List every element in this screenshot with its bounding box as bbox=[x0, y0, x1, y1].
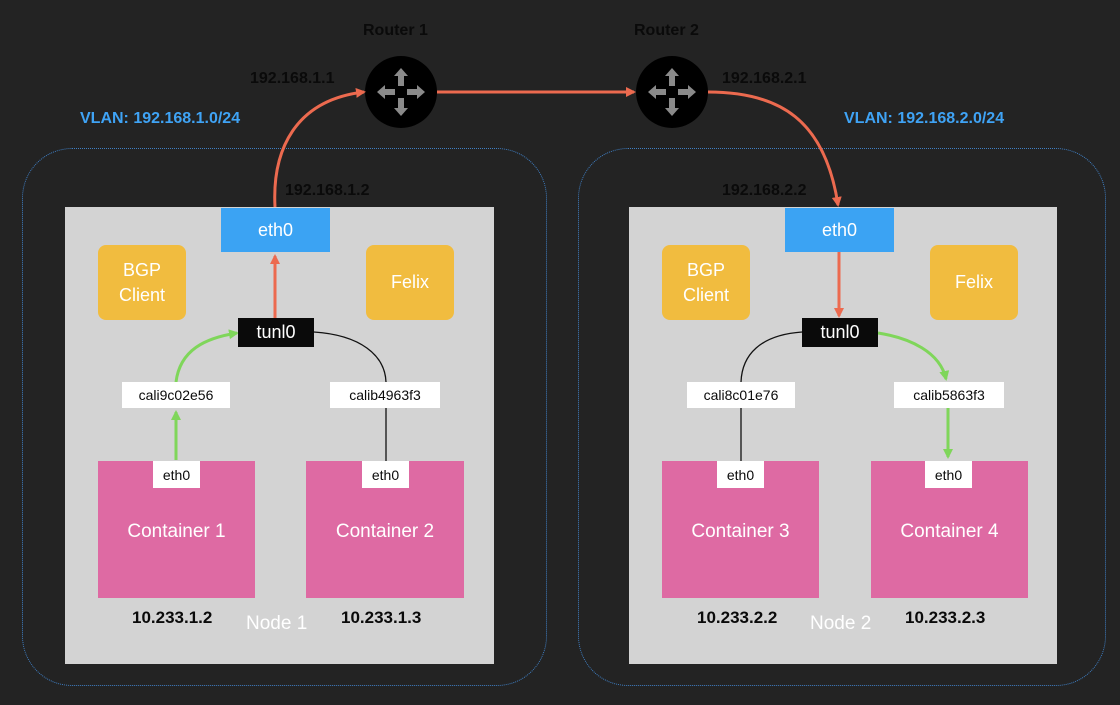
cali-c3[interactable]: cali8c01e76 bbox=[687, 382, 795, 408]
cali-c4[interactable]: calib5863f3 bbox=[894, 382, 1004, 408]
vlan-boundary-2 bbox=[578, 148, 1106, 686]
container-2-eth0[interactable]: eth0 bbox=[362, 461, 409, 488]
router-2-icon[interactable] bbox=[636, 56, 708, 128]
container-4-eth0[interactable]: eth0 bbox=[925, 461, 972, 488]
router-1-ip: 192.168.1.1 bbox=[250, 70, 335, 87]
node-2-tunl0[interactable]: tunl0 bbox=[802, 318, 878, 347]
node-1-bgp-client[interactable]: BGP Client bbox=[98, 245, 186, 320]
container-1-ip: 10.233.1.2 bbox=[132, 608, 213, 627]
container-3-eth0[interactable]: eth0 bbox=[717, 461, 764, 488]
vlan-label-1: VLAN: 192.168.1.0/24 bbox=[80, 110, 241, 127]
veth-arrow-cali-to-tunl-1 bbox=[174, 329, 239, 383]
veth-arrow-tunl-to-cali-2 bbox=[877, 331, 950, 381]
route-arrow-router2-to-node2 bbox=[707, 90, 842, 207]
vlan-label-2: VLAN: 192.168.2.0/24 bbox=[844, 110, 1005, 127]
node-2-eth0[interactable]: eth0 bbox=[785, 208, 894, 252]
router-1-icon[interactable] bbox=[365, 56, 437, 128]
link-tunl-to-cali-node1 bbox=[313, 331, 387, 383]
link-tunl-to-cali-node2 bbox=[740, 331, 803, 383]
router-2-ip: 192.168.2.1 bbox=[722, 70, 807, 87]
container-3-ip: 10.233.2.2 bbox=[697, 608, 778, 627]
route-arrow-node1-to-router1 bbox=[273, 87, 366, 208]
node-2-felix[interactable]: Felix bbox=[930, 245, 1018, 320]
node-1-label: Node 1 bbox=[246, 613, 308, 634]
cali-c2[interactable]: calib4963f3 bbox=[330, 382, 440, 408]
node-1-host-ip: 192.168.1.2 bbox=[285, 182, 370, 199]
cali-c1[interactable]: cali9c02e56 bbox=[122, 382, 230, 408]
node-2-host-ip: 192.168.2.2 bbox=[722, 182, 807, 199]
container-1-eth0[interactable]: eth0 bbox=[153, 461, 200, 488]
router-1-name: Router 1 bbox=[363, 22, 428, 39]
node-1-felix[interactable]: Felix bbox=[366, 245, 454, 320]
node-2-label: Node 2 bbox=[810, 613, 872, 634]
container-4-ip: 10.233.2.3 bbox=[905, 608, 986, 627]
node-2-bgp-client[interactable]: BGP Client bbox=[662, 245, 750, 320]
node-1-eth0[interactable]: eth0 bbox=[221, 208, 330, 252]
node-1-tunl0[interactable]: tunl0 bbox=[238, 318, 314, 347]
router-2-name: Router 2 bbox=[634, 22, 699, 39]
container-2-ip: 10.233.1.3 bbox=[341, 608, 422, 627]
